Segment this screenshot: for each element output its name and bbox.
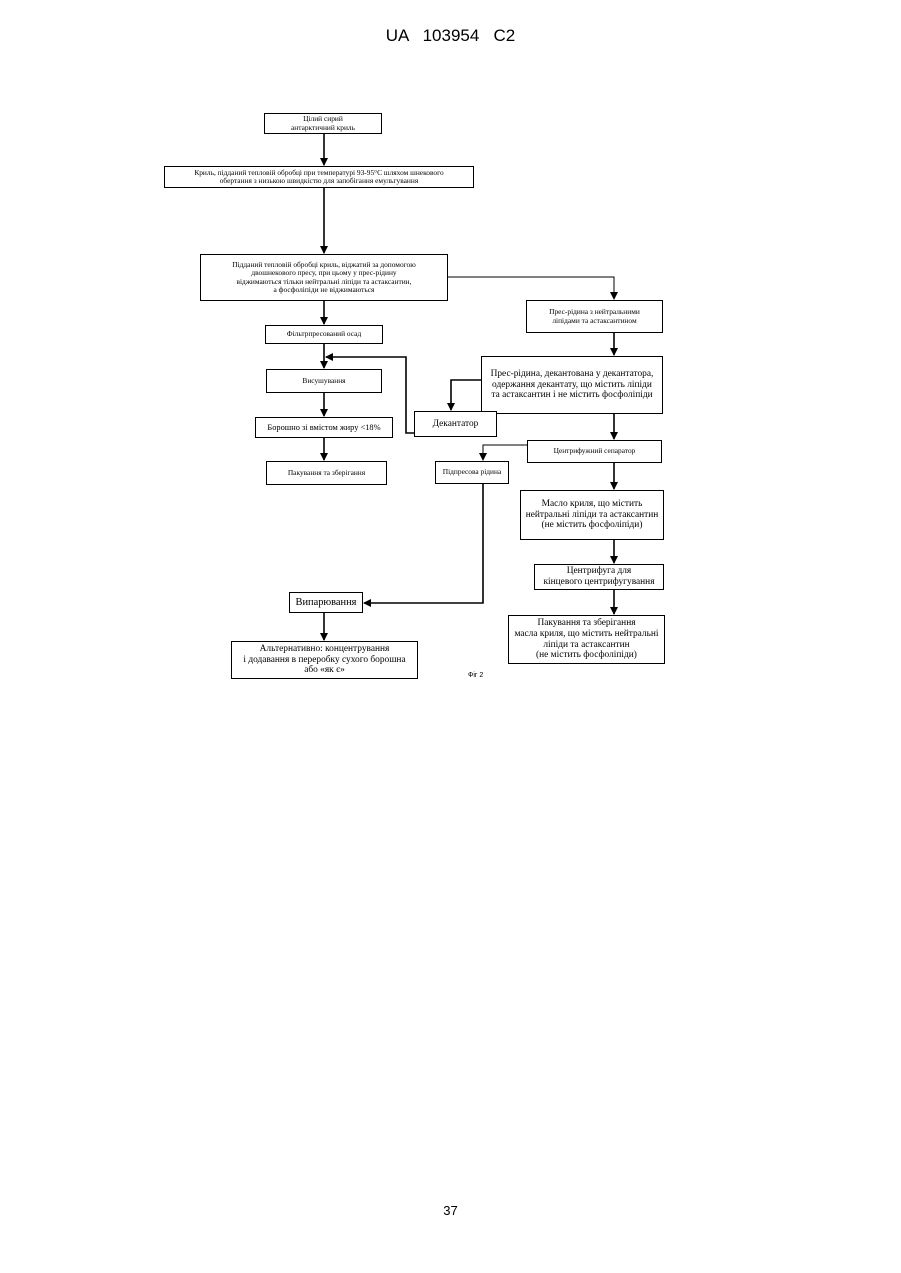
node-krill: Цілий сирий антарктичний криль (264, 113, 382, 134)
node-meal-packing: Пакування та зберігання (266, 461, 387, 485)
node-oil-packing: Пакування та зберігання масла криля, що … (508, 615, 665, 664)
node-decanted: Прес-рідина, декантована у декантатора, … (481, 356, 663, 414)
arrow-stickwater-to-evaporation (364, 484, 483, 603)
node-evaporation: Випарювання (289, 592, 363, 613)
node-filter-cake: Фільтрпресований осад (265, 325, 383, 344)
arrow-decanted-to-decanter (451, 380, 483, 410)
node-alternative: Альтернативно: концентрування і додаванн… (231, 641, 418, 679)
node-drying: Висушування (266, 369, 382, 393)
node-centrifuge: Центрифуга для кінцевого центрифугування (534, 564, 664, 590)
page-number: 37 (0, 1203, 901, 1218)
node-separator: Центрифужний сепаратор (527, 440, 662, 463)
arrow-press-to-press-liquid (447, 277, 614, 299)
node-heat-treatment: Криль, підданий тепловій обробці при тем… (164, 166, 474, 188)
node-meal: Борошно зі вмістом жиру <18% (255, 417, 393, 438)
figure-label: Фіг 2 (468, 672, 483, 679)
node-stickwater: Підпресова рідина (435, 461, 509, 484)
flowchart-connectors (0, 0, 901, 700)
arrow-separator-to-stickwater (483, 445, 527, 460)
node-decanter: Декантатор (414, 411, 497, 437)
node-press: Підданий тепловій обробці криль, віджати… (200, 254, 448, 301)
node-krill-oil: Масло криля, що містить нейтральні ліпід… (520, 490, 664, 540)
node-press-liquid: Прес-рідина з нейтральними ліпідами та а… (526, 300, 663, 333)
